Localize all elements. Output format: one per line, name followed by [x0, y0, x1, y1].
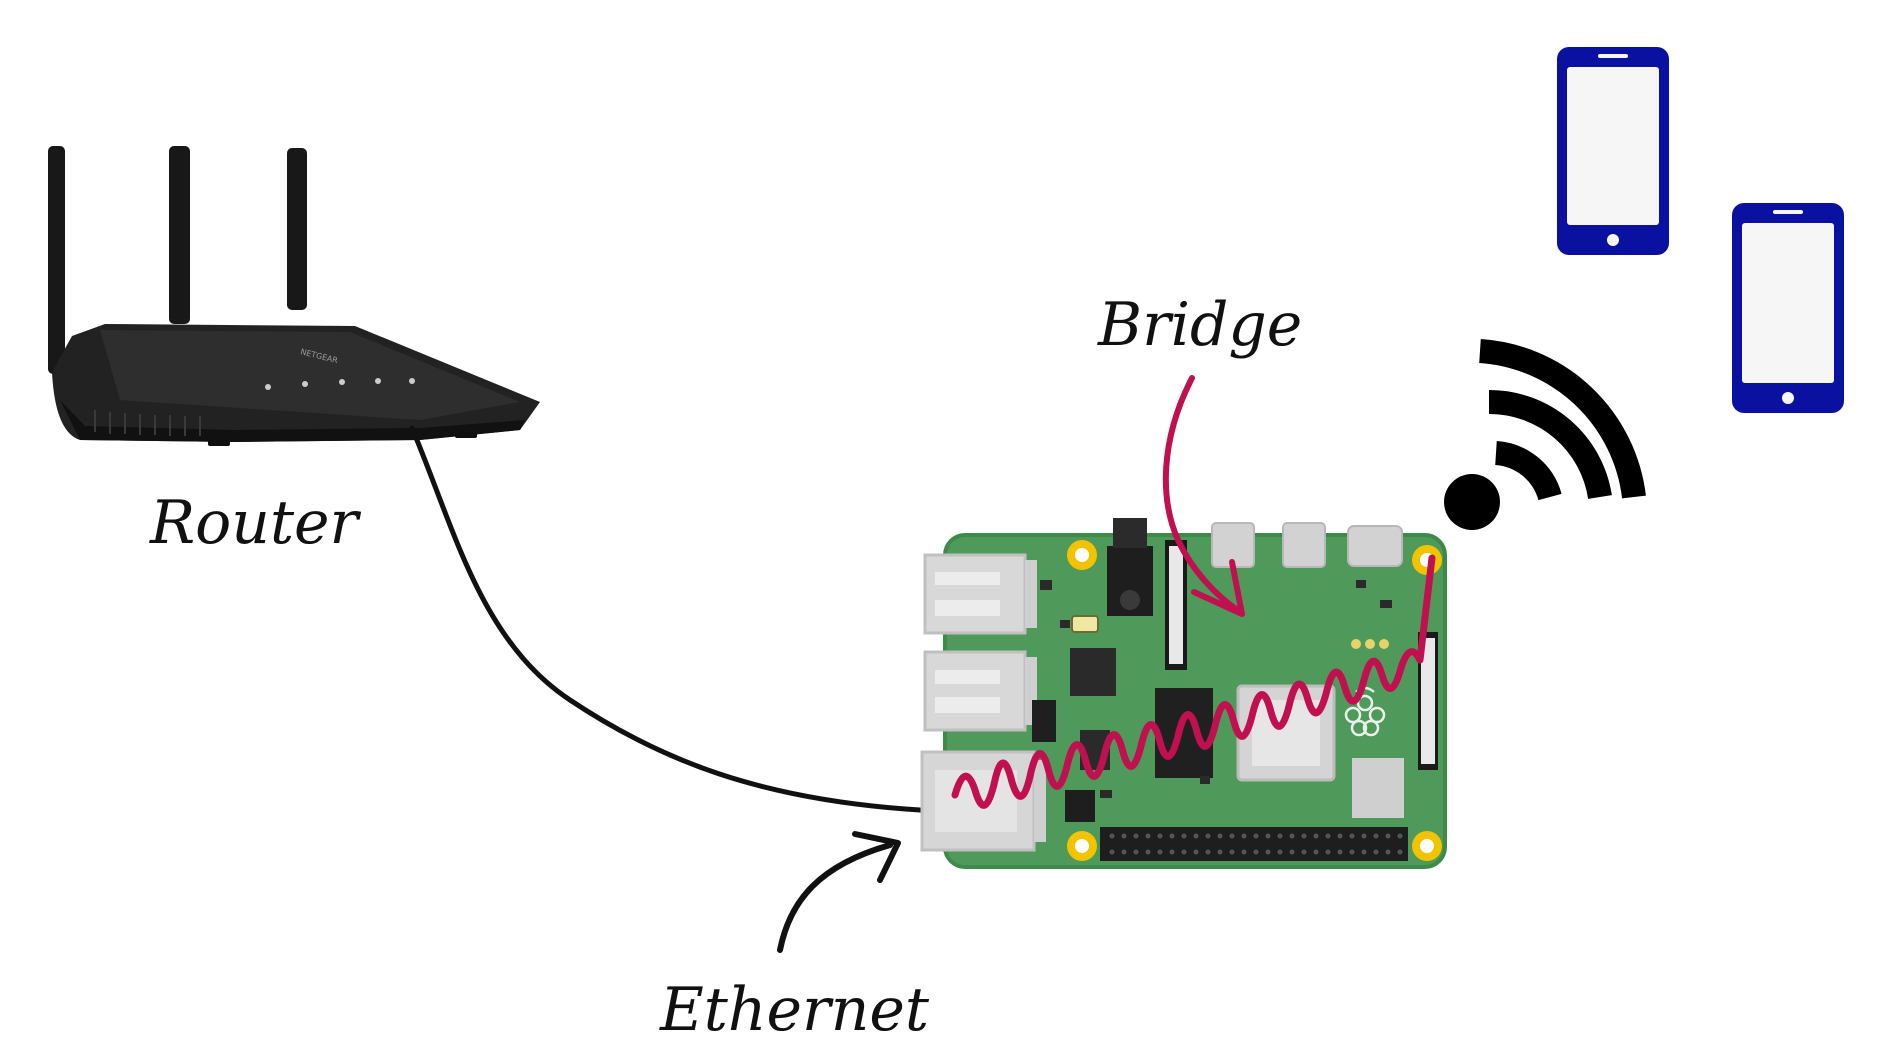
- router-antenna: [48, 146, 65, 374]
- usb-c-port: [1347, 525, 1403, 567]
- bridge-arrow: [1162, 375, 1243, 615]
- micro-hdmi-port: [1282, 522, 1326, 568]
- smartphone-icon: [1732, 203, 1844, 413]
- ethernet-port: [920, 750, 1046, 852]
- router-label: Router: [149, 488, 362, 558]
- smartphone-icon: [1557, 47, 1669, 255]
- ethernet-arrow: [777, 842, 893, 953]
- ethernet-cable: [409, 425, 923, 813]
- usb-port: [923, 650, 1037, 732]
- bridge-path: [951, 554, 1436, 809]
- wifi-signal-icon: [1444, 339, 1646, 530]
- audio-jack: [1107, 518, 1153, 616]
- mount-hole: [1067, 831, 1097, 861]
- raspberry-pi-board: [920, 518, 1447, 869]
- mount-hole: [1412, 545, 1442, 575]
- raspberry-logo-icon: [1344, 686, 1386, 737]
- bridge-label: Bridge: [1097, 290, 1302, 360]
- ethernet-label: Ethernet: [659, 975, 930, 1045]
- router-antenna: [287, 148, 307, 310]
- mount-hole: [1067, 540, 1097, 570]
- ram-chip: [1155, 688, 1213, 778]
- gpio-header: [1100, 827, 1408, 861]
- router-antenna: [169, 146, 190, 324]
- usb-port: [923, 553, 1037, 635]
- mount-hole: [1412, 831, 1442, 861]
- router-image: NETGEAR: [48, 146, 540, 446]
